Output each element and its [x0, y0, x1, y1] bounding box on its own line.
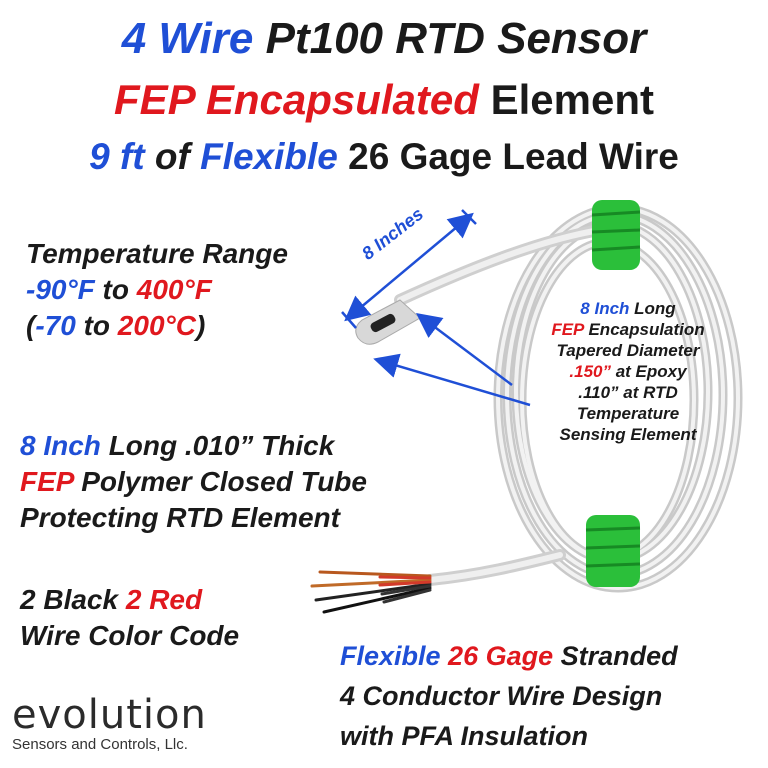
note-fep: FEP: [551, 320, 584, 339]
rtd-pointer-arrow: [373, 353, 531, 407]
cable-tie-bottom: [585, 515, 641, 587]
tube-description: 8 Inch Long .010” Thick FEP Polymer Clos…: [20, 428, 367, 536]
wire-design: Flexible 26 Gage Stranded 4 Conductor Wi…: [340, 636, 678, 756]
tube-type: Polymer Closed Tube: [73, 466, 367, 497]
note-epoxy-dia: .150”: [569, 362, 611, 381]
temperature-heading: Temperature Range: [26, 238, 288, 269]
title-flexible: Flexible: [200, 136, 338, 177]
title-lead-wire: 26 Gage Lead Wire: [337, 136, 679, 177]
title-line-1: 4 Wire Pt100 RTD Sensor: [0, 14, 768, 64]
note-tapered: Tapered Diameter: [556, 341, 700, 360]
wire-stranded: Stranded: [553, 641, 678, 671]
wire-gage: 26 Gage: [440, 641, 554, 671]
dimension-arrow: [344, 212, 474, 322]
wire-insulation: with PFA Insulation: [340, 721, 588, 751]
temp-high-c: 200°C: [117, 310, 196, 341]
temperature-range: Temperature Range -90°F to 400°F (-70 to…: [26, 236, 288, 344]
encapsulation-note: 8 Inch Long FEP Encapsulation Tapered Di…: [528, 298, 728, 445]
note-sensing-element: Sensing Element: [559, 425, 697, 444]
note-encapsulation: Encapsulation: [583, 320, 705, 339]
temp-paren-open: (: [26, 310, 36, 341]
note-temperature: Temperature: [576, 404, 680, 423]
color-black: 2 Black: [20, 584, 126, 615]
wire-color-code: 2 Black 2 Red Wire Color Code: [20, 582, 239, 654]
title-element: Element: [478, 76, 654, 123]
temp-to-c: to: [75, 310, 118, 341]
title-wire-count: 4 Wire: [121, 14, 254, 63]
wire-flexible: Flexible: [340, 641, 441, 671]
temp-to-f: to: [94, 274, 137, 305]
epoxy-pointer-arrow: [416, 313, 513, 386]
note-rtd-dia: .110” at RTD: [578, 383, 678, 402]
wire-conductor: 4 Conductor Wire Design: [340, 681, 663, 711]
note-at-epoxy: at Epoxy: [611, 362, 687, 381]
conductor-wires: [310, 570, 432, 614]
tube-purpose: Protecting RTD Element: [20, 502, 340, 533]
logo-subtitle: Sensors and Controls, Llc.: [12, 736, 188, 753]
title-line-2: FEP Encapsulated Element: [0, 76, 768, 124]
note-long: Long: [629, 299, 676, 318]
temp-paren-close: ): [195, 310, 206, 341]
cable-tie-top: [591, 200, 641, 270]
tube-length: 8 Inch: [20, 430, 101, 461]
color-red: 2 Red: [125, 584, 203, 615]
tube-material: FEP: [20, 466, 74, 497]
title-fep-encapsulated: FEP Encapsulated: [114, 76, 479, 123]
title-of: of: [144, 136, 201, 177]
temp-low-c: -70: [35, 310, 76, 341]
title-line-3: 9 ft of Flexible 26 Gage Lead Wire: [0, 136, 768, 178]
note-length: 8 Inch: [580, 299, 630, 318]
company-logo: evolution Sensors and Controls, Llc.: [12, 692, 207, 753]
title-sensor-type: Pt100 RTD Sensor: [253, 14, 647, 63]
logo-wordmark: evolution: [12, 692, 207, 738]
temp-low-f: -90°F: [26, 274, 95, 305]
title-length: 9 ft: [89, 136, 145, 177]
color-code-label: Wire Color Code: [20, 620, 240, 651]
tube-thickness: Long .010” Thick: [100, 430, 335, 461]
temp-high-f: 400°F: [136, 274, 212, 305]
